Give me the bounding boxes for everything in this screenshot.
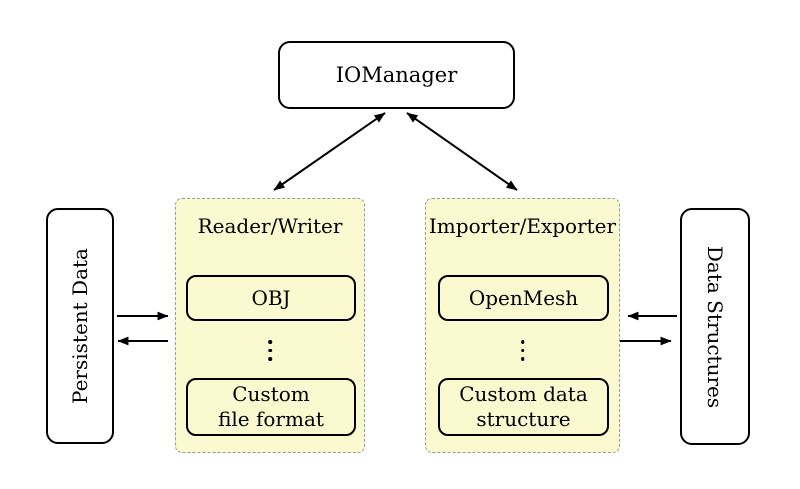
reader-writer-item-custom-file-format: Custom file format xyxy=(186,378,356,436)
importer-exporter-title: Importer/Exporter xyxy=(428,214,617,238)
persistent-data-node: Persistent Data xyxy=(46,208,114,444)
persistent-data-label: Persistent Data xyxy=(68,248,93,404)
item-label-line: Custom data xyxy=(459,382,588,406)
data-structures-label: Data Structures xyxy=(703,245,727,408)
item-label-line: structure xyxy=(476,407,571,431)
data-structures-node: Data Structures xyxy=(680,208,750,445)
vertical-dots-icon xyxy=(520,340,525,361)
importer-exporter-item-custom-data-structure: Custom data structure xyxy=(438,378,609,436)
iomanager-node: IOManager xyxy=(278,41,515,109)
reader-writer-item-obj: OBJ xyxy=(186,275,356,321)
item-label-line: OBJ xyxy=(251,285,291,310)
item-label-line: Custom xyxy=(232,382,310,406)
importer-exporter-item-openmesh: OpenMesh xyxy=(438,275,609,321)
item-label-line: OpenMesh xyxy=(468,285,579,310)
importer-exporter-panel: Importer/Exporter OpenMesh Custom data s… xyxy=(425,198,620,453)
reader-writer-title: Reader/Writer xyxy=(197,214,343,238)
reader-writer-panel: Reader/Writer OBJ Custom file format xyxy=(175,198,365,453)
iomanager-label: IOManager xyxy=(335,63,458,87)
arrow-iomanager-importerexporter xyxy=(406,112,518,191)
arrow-iomanager-readerwriter xyxy=(273,112,386,191)
item-label-line: file format xyxy=(218,407,324,431)
vertical-dots-icon xyxy=(268,340,272,361)
